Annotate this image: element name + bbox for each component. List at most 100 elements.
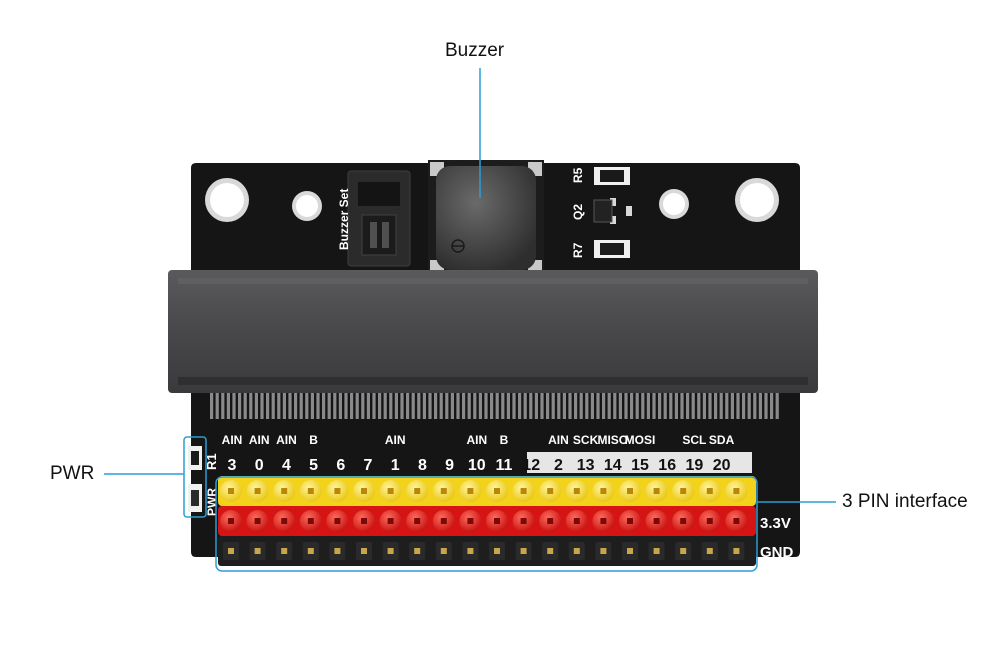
signal-pin-hole (600, 488, 607, 494)
connector-contact (529, 393, 533, 419)
connector-contact (674, 393, 678, 419)
connector-contact (271, 393, 275, 419)
power-pin-hole (307, 518, 314, 524)
ground-pin-tip (281, 548, 288, 554)
pin-number-1: 1 (391, 457, 400, 474)
ground-pin-tip (520, 548, 527, 554)
connector-contact (523, 393, 527, 419)
connector-contact (501, 393, 505, 419)
connector-contact (422, 393, 426, 419)
power-pin-hole (520, 518, 527, 524)
connector-contact (266, 393, 270, 419)
pin-function-19: SCL (682, 433, 706, 447)
connector-contact (641, 393, 645, 419)
pin-number-7: 7 (364, 457, 373, 474)
connector-contact (663, 393, 667, 419)
ground-pin-tip (334, 548, 341, 554)
connector-contact (630, 393, 634, 419)
signal-pin-hole (467, 488, 474, 494)
pin-function-15: MOSI (625, 433, 656, 447)
edge-connector-contacts (210, 393, 779, 419)
pin-function-20: SDA (709, 433, 735, 447)
connector-contact (277, 393, 281, 419)
ground-pin-tip (600, 548, 607, 554)
connector-contact (697, 393, 701, 419)
power-pin-hole (414, 518, 421, 524)
connector-contact (635, 393, 639, 419)
pin-number-14: 14 (604, 457, 622, 474)
interface-callout: 3 PIN interface (842, 491, 968, 512)
connector-contact (736, 393, 740, 419)
resistor-r5 (594, 167, 630, 185)
connector-contact (294, 393, 298, 419)
connector-contact (456, 393, 460, 419)
power-pin-hole (600, 518, 607, 524)
ground-pin-tip (307, 548, 314, 554)
connector-contact (389, 393, 393, 419)
connector-contact (607, 393, 611, 419)
pin-function-14: MISO (597, 433, 628, 447)
connector-contact (613, 393, 617, 419)
connector-contact (322, 393, 326, 419)
connector-contact (618, 393, 622, 419)
header-pins (220, 480, 748, 560)
pin-number-3: 3 (228, 457, 237, 474)
connector-contact (310, 393, 314, 419)
signal-pin-hole (494, 488, 500, 494)
connector-contact (557, 393, 561, 419)
connector-contact (725, 393, 729, 419)
connector-contact (344, 393, 348, 419)
pin-number-5: 5 (309, 457, 318, 474)
signal-pin-hole (281, 488, 288, 494)
connector-contact (350, 393, 354, 419)
buzzer-set-label: Buzzer Set (337, 189, 351, 250)
connector-contact (551, 393, 555, 419)
connector-contact (747, 393, 751, 419)
connector-contact (366, 393, 370, 419)
power-pin-hole (733, 518, 740, 524)
ground-pin-tip (653, 548, 660, 554)
ground-pin-tip (414, 548, 421, 554)
pin-number-13: 13 (577, 457, 595, 474)
ground-pin-tip (733, 548, 740, 554)
signal-pin-hole (254, 488, 261, 494)
power-pin-hole (573, 518, 580, 524)
ground-pin-tip (440, 548, 447, 554)
connector-contact (226, 393, 230, 419)
connector-contact (299, 393, 303, 419)
connector-contact (243, 393, 247, 419)
buzzer-component (428, 160, 544, 276)
pin-number-2: 2 (554, 457, 563, 474)
pin-number-15: 15 (631, 457, 649, 474)
power-pin-hole (387, 518, 394, 524)
connector-contact (473, 393, 477, 419)
pin-function-1: AIN (385, 433, 406, 447)
power-pin-hole (467, 518, 474, 524)
ground-pin-tip (467, 548, 474, 554)
buzzer-set-jumper (347, 170, 411, 267)
power-pin-hole (361, 518, 367, 524)
ground-pin-tip (361, 548, 367, 554)
signal-pin-hole (706, 488, 713, 494)
connector-contact (327, 393, 331, 419)
connector-contact (719, 393, 723, 419)
connector-contact (378, 393, 382, 419)
connector-contact (568, 393, 572, 419)
connector-contact (361, 393, 365, 419)
connector-contact (406, 393, 410, 419)
mounting-hole-left-large (205, 178, 249, 222)
connector-contact (775, 393, 779, 419)
pin-function-10: AIN (466, 433, 487, 447)
connector-contact (540, 393, 544, 419)
mounting-hole-right-small (659, 189, 689, 219)
connector-contact (753, 393, 757, 419)
signal-pin-hole (228, 488, 234, 494)
pin-function-0: AIN (249, 433, 270, 447)
signal-pin-hole (440, 488, 447, 494)
connector-contact (260, 393, 264, 419)
pin-number-11: 11 (496, 457, 513, 474)
connector-contact (518, 393, 522, 419)
pin-function-11: B (500, 433, 509, 447)
signal-pin-hole (387, 488, 394, 494)
